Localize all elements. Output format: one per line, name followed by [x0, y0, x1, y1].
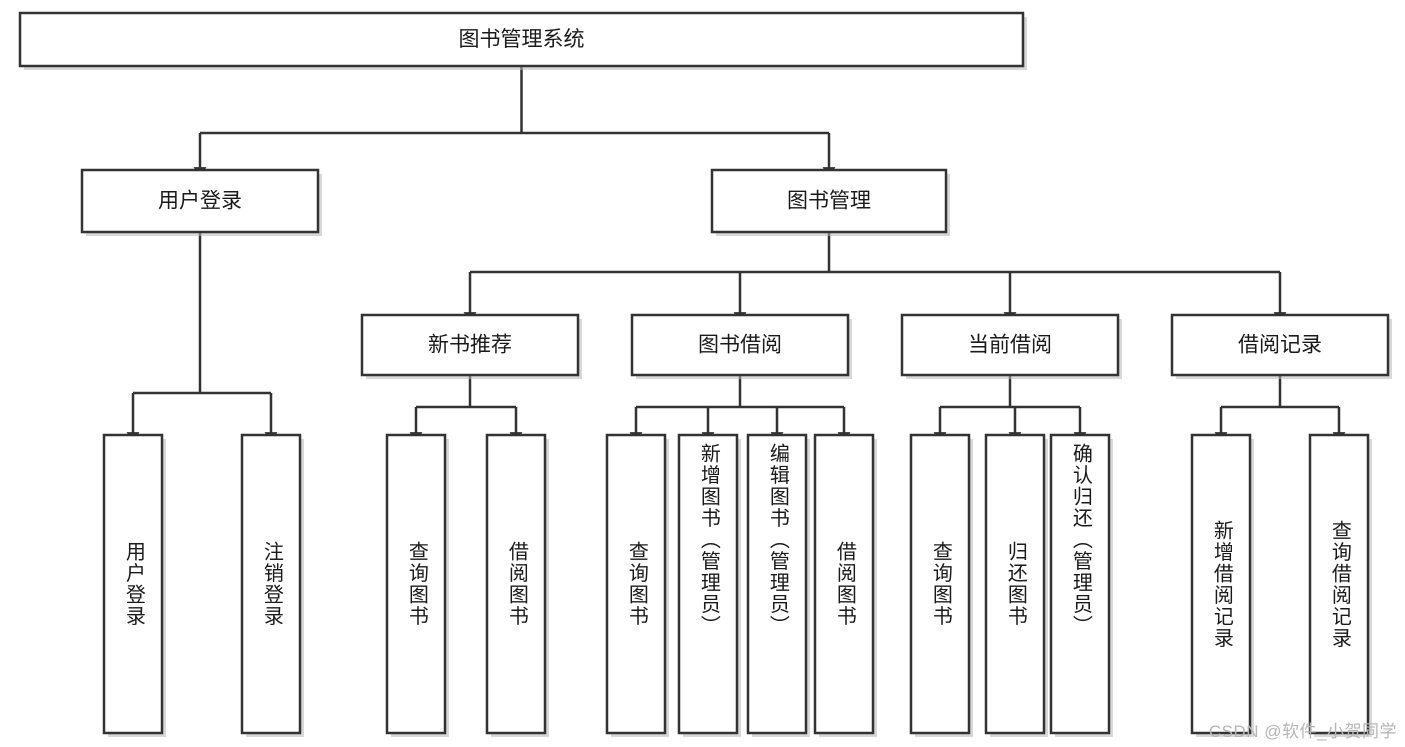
- level2-node-图书管理[interactable]: [710, 168, 948, 234]
- level3-node-新书推荐-label: 新书推荐: [428, 334, 512, 357]
- leaf-node-注销登录-1[interactable]: [240, 433, 302, 735]
- watermark-text: CSDN @软件_小贺同学: [1208, 722, 1397, 741]
- level3-node-借阅记录-label: 借阅记录: [1238, 334, 1322, 357]
- level2-node-用户登录[interactable]: [80, 168, 320, 234]
- level2-node-图书管理-label: 图书管理: [787, 190, 871, 213]
- leaf-node-查询借阅记录-12[interactable]: [1308, 433, 1370, 735]
- leaf-node-确认归还管理员-10[interactable]: [1049, 433, 1111, 735]
- connector-lines: [126, 66, 1346, 444]
- level3-node-借阅记录[interactable]: [1170, 313, 1390, 377]
- leaf-node-查询图书-2[interactable]: [385, 433, 447, 735]
- root-node-图书管理系统-label: 图书管理系统: [459, 28, 585, 51]
- level3-node-新书推荐[interactable]: [360, 313, 580, 377]
- leaf-node-查询图书-8[interactable]: [909, 433, 971, 735]
- level3-node-图书借阅-label: 图书借阅: [698, 334, 782, 357]
- root-node-图书管理系统[interactable]: [18, 11, 1025, 68]
- leaf-node-新增图书管理员-5[interactable]: [677, 433, 739, 735]
- leaf-node-新增借阅记录-11[interactable]: [1190, 433, 1252, 735]
- leaf-node-用户登录-0[interactable]: [102, 433, 164, 735]
- leaf-node-查询图书-4[interactable]: [605, 433, 667, 735]
- level3-node-当前借阅[interactable]: [900, 313, 1120, 377]
- level3-node-图书借阅[interactable]: [630, 313, 850, 377]
- leaf-node-编辑图书管理员-6[interactable]: [746, 433, 808, 735]
- level3-node-当前借阅-label: 当前借阅: [968, 334, 1052, 357]
- leaf-node-借阅图书-3[interactable]: [485, 433, 547, 735]
- leaf-node-归还图书-9[interactable]: [984, 433, 1046, 735]
- leaf-node-借阅图书-7[interactable]: [813, 433, 875, 735]
- level2-node-用户登录-label: 用户登录: [158, 190, 242, 213]
